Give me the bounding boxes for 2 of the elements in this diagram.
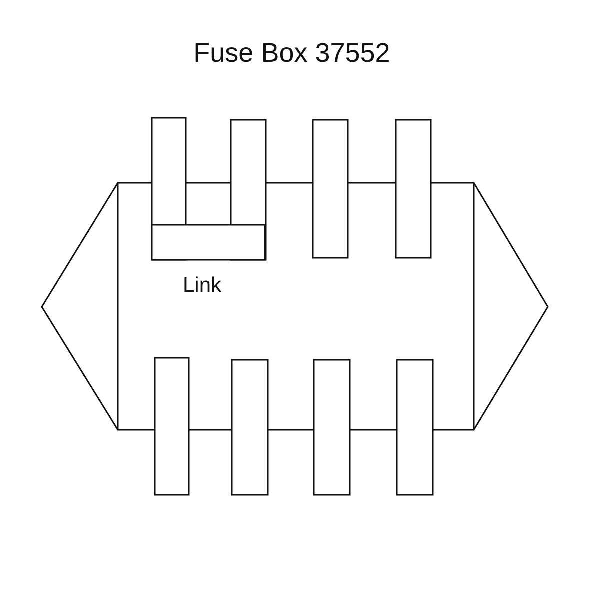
diagram-title: Fuse Box 37552: [192, 38, 392, 69]
part-label: Link: [183, 274, 222, 298]
